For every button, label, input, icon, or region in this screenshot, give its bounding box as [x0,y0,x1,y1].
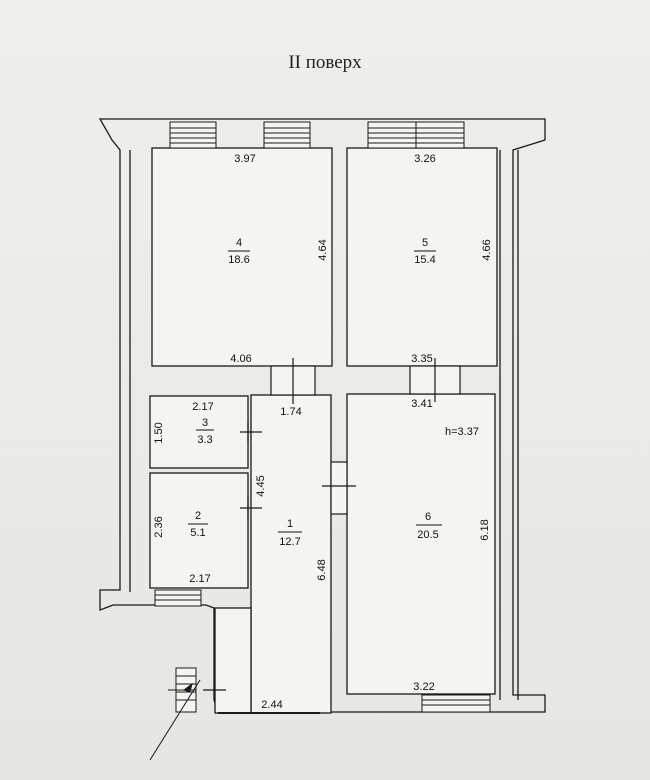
room-6-dim-top: 3.41 [411,398,432,410]
room-2-number: 2 [195,510,201,522]
room-6-number: 6 [425,511,431,523]
page-title: II поверх [288,52,362,73]
door-room4-to-1 [270,358,316,404]
door-3-to-1 [240,422,262,442]
window-bottom [421,694,491,713]
room-3-area: 3.3 [197,434,212,446]
door-room5-to-6 [409,358,461,402]
room-3-number: 3 [202,417,208,429]
door-2-to-1 [240,496,262,520]
room-1-outline [250,394,332,714]
room-5-dim-bottom: 3.35 [411,353,432,365]
room-1-dim-inner: 4.45 [255,475,267,496]
room-4-dim-top: 3.97 [234,153,255,165]
room-4-area: 18.6 [228,254,249,266]
room-5-area: 15.4 [414,254,435,266]
room-2-dim-left: 2.36 [153,516,165,537]
ceiling-height-note: h=3.37 [445,426,479,438]
room-5-number: 5 [422,237,428,249]
staircase [149,667,201,761]
room-6-outline [346,393,496,695]
room-6-dim-bottom: 3.22 [413,681,434,693]
room-4-outline [151,147,333,367]
room-2-outline [149,472,249,589]
window-top-1 [169,121,217,149]
room-5-dim-right: 4.66 [481,239,493,260]
room-5-outline [346,147,498,367]
room-3-outline [149,395,249,469]
room-1-number: 1 [287,518,293,530]
outer-wall-outline [98,118,546,713]
room-6-dim-right: 6.18 [479,519,491,540]
window-top-3 [367,121,465,149]
window-left-lower [154,589,202,607]
window-top-2 [263,121,311,149]
room-1-dim-bottom: 2.44 [261,699,282,711]
room-6-area: 20.5 [417,529,438,541]
room-1-area: 12.7 [279,536,300,548]
cut-line [149,679,201,761]
room-5-dim-top: 3.26 [414,153,435,165]
room-2-area: 5.1 [190,527,205,539]
stair-landing [214,607,252,714]
door-1-to-6 [322,461,356,515]
room-4-dim-right: 4.64 [317,239,329,260]
room-1-dim-top: 1.74 [280,406,301,418]
room-2-dim-bottom: 2.17 [189,573,210,585]
room-3-dim-top: 2.17 [192,401,213,413]
room-4-number: 4 [236,237,242,249]
room-4-dim-bottom: 4.06 [230,353,251,365]
room-3-dim-left: 1.50 [153,422,165,443]
room-1-dim-right: 6.48 [316,559,328,580]
